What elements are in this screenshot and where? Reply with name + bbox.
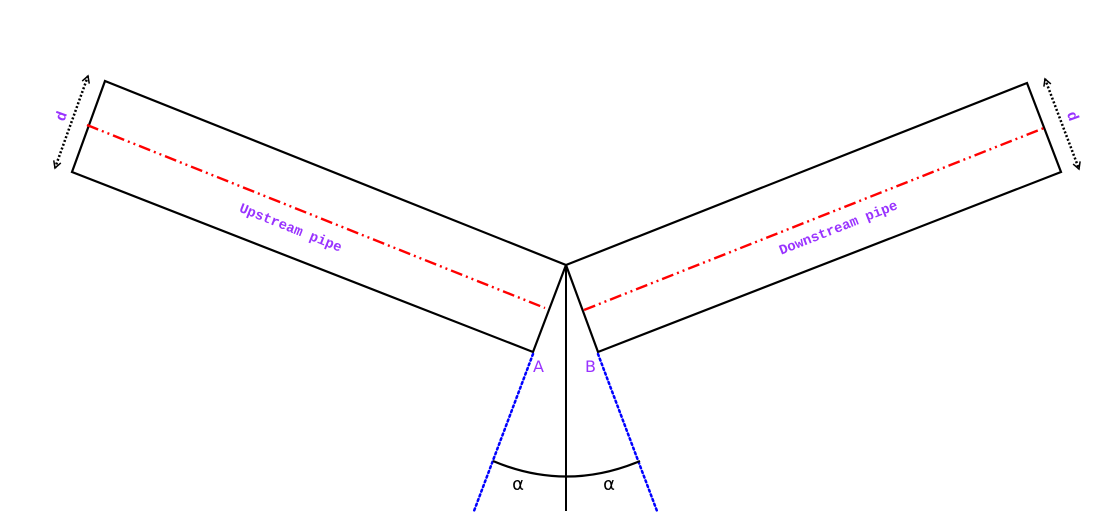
diameter-label-left: d bbox=[53, 109, 72, 123]
extension-line-b bbox=[596, 352, 659, 513]
downstream-pipe-outline bbox=[564, 81, 1063, 354]
point-b-label: B bbox=[585, 357, 596, 376]
diameter-label-right: d bbox=[1062, 109, 1081, 123]
angle-label-left: α bbox=[512, 474, 524, 495]
diameter-arrow-left bbox=[55, 76, 88, 168]
upstream-centerline bbox=[86, 123, 546, 310]
point-a-label: A bbox=[533, 357, 544, 376]
diameter-arrow-right bbox=[1045, 79, 1079, 169]
downstream-pipe-label: Downstream pipe bbox=[777, 198, 900, 259]
extension-line-a bbox=[472, 352, 535, 513]
upstream-pipe-outline bbox=[70, 79, 568, 354]
upstream-pipe-label: Upstream pipe bbox=[237, 201, 344, 256]
angle-label-right: α bbox=[603, 474, 615, 495]
downstream-centerline bbox=[583, 126, 1045, 312]
angle-arc bbox=[492, 459, 641, 478]
